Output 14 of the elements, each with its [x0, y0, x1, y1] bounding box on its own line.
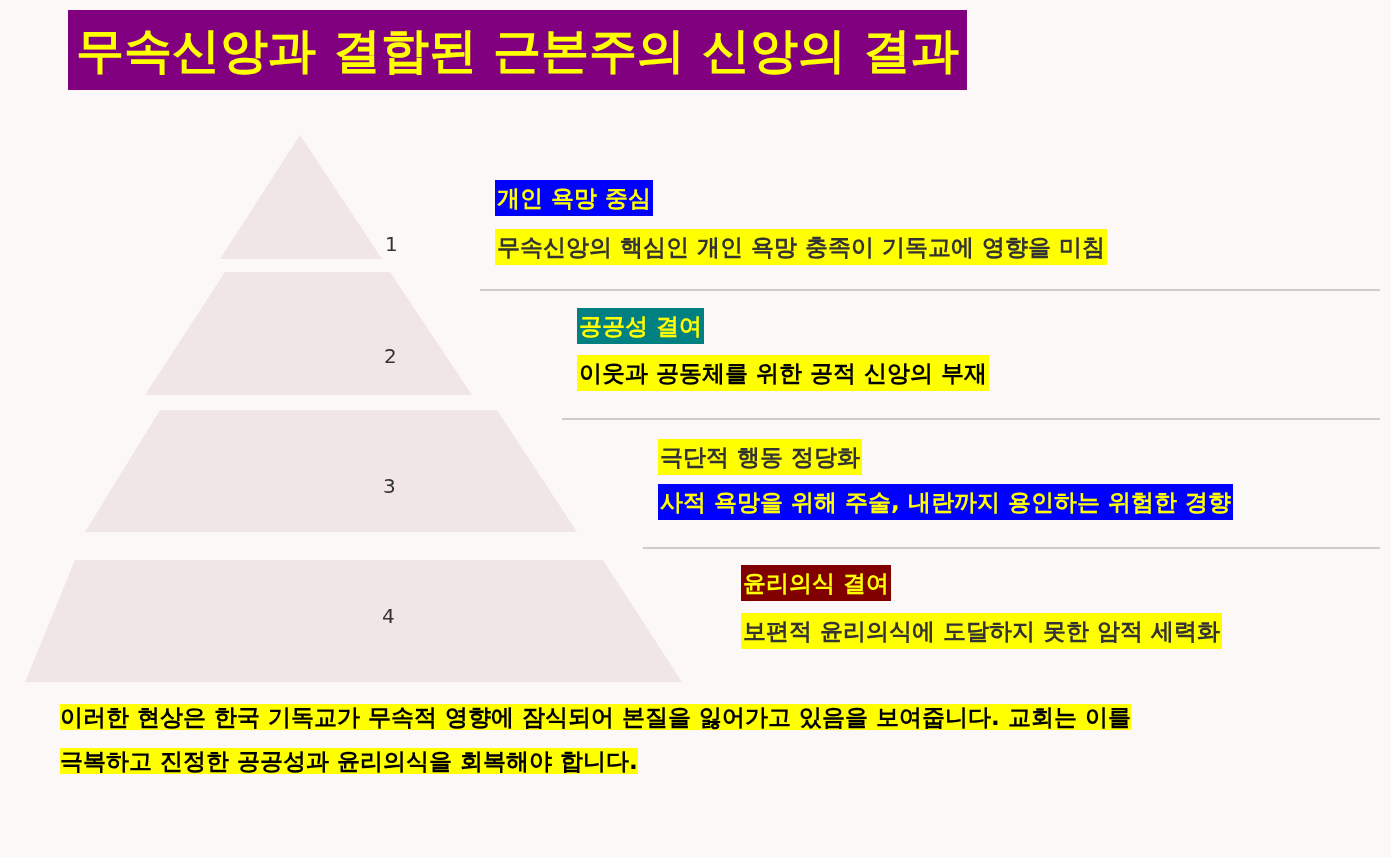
level-heading: 공공성 결여	[577, 308, 704, 344]
slide-title: 무속신앙과 결합된 근본주의 신앙의 결과	[68, 10, 967, 90]
level-description: 보편적 윤리의식에 도달하지 못한 암적 세력화	[741, 613, 1223, 649]
level-heading: 개인 욕망 중심	[495, 180, 653, 216]
level-number: 2	[384, 344, 397, 368]
level-description: 이웃과 공동체를 위한 공적 신앙의 부재	[577, 355, 990, 391]
level-number: 4	[382, 604, 395, 628]
level-description: 사적 욕망을 위해 주술, 내란까지 용인하는 위험한 경향	[658, 484, 1233, 520]
level-number: 3	[383, 474, 396, 498]
level-description: 무속신앙의 핵심인 개인 욕망 충족이 기독교에 영향을 미침	[495, 229, 1108, 265]
summary-text: 이러한 현상은 한국 기독교가 무속적 영향에 잠식되어 본질을 잃어가고 있음을 보여줍니다. 교회는 이를 극복하고 진정한 공공성과 윤리의식을 회복해야 합니다.	[60, 703, 1132, 776]
level-number: 1	[385, 232, 398, 256]
level-heading: 윤리의식 결여	[741, 565, 891, 601]
level-heading: 극단적 행동 정당화	[658, 439, 862, 475]
